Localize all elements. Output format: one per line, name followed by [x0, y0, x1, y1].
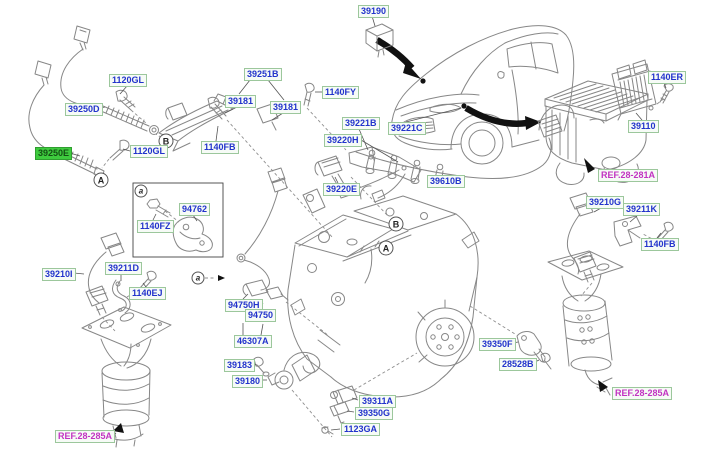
bolt-1120gl-top [115, 89, 136, 111]
relay-39190 [365, 23, 394, 58]
callout-marker-a-3: a [191, 271, 205, 285]
part-label-1140fz[interactable]: 1140FZ [137, 220, 174, 233]
part-label-39250d[interactable]: 39250D [65, 103, 103, 116]
part-label-1140er[interactable]: 1140ER [648, 71, 687, 84]
part-label-1140ej[interactable]: 1140EJ [129, 287, 166, 300]
part-label-39220e[interactable]: 39220E [323, 183, 361, 196]
callout-marker-A-5: A [378, 240, 394, 256]
part-label-1120gl[interactable]: 1120GL [109, 74, 148, 87]
ref-arrowhead-281a [584, 158, 595, 173]
marker-a-arrowhead [218, 275, 225, 281]
part-label-39190[interactable]: 39190 [358, 5, 390, 18]
ecu-39110 [611, 59, 657, 121]
engine [287, 185, 480, 398]
part-label-39221c[interactable]: 39221C [388, 122, 426, 135]
catalyst-right [547, 250, 624, 396]
part-label-1140fb[interactable]: 1140FB [201, 141, 239, 154]
cable-39250e [28, 60, 105, 179]
part-label-1120gl[interactable]: 1120GL [130, 145, 169, 158]
part-label-28528b[interactable]: 28528B [499, 358, 537, 371]
part-label-94762[interactable]: 94762 [179, 203, 211, 216]
callout-marker-a-2: a [134, 184, 148, 198]
leader-lines [69, 15, 667, 437]
part-label-39220h[interactable]: 39220H [324, 134, 362, 147]
part-label-39210g[interactable]: 39210G [586, 196, 625, 209]
part-label-1140fb[interactable]: 1140FB [641, 238, 679, 251]
ignition-coil-39311a [321, 385, 358, 435]
part-label-94750[interactable]: 94750 [245, 309, 277, 322]
part-label-1123ga[interactable]: 1123GA [341, 423, 381, 436]
part-label-39180[interactable]: 39180 [232, 375, 264, 388]
part-label-39210i[interactable]: 39210I [42, 268, 76, 281]
part-label-39251b[interactable]: 39251B [244, 68, 282, 81]
part-label-39610b[interactable]: 39610B [427, 175, 465, 188]
bracket-39211d [112, 279, 131, 314]
bolt-1120gl-bottom [109, 139, 130, 161]
part-label-94750h[interactable]: 94750H [225, 299, 263, 312]
callout-marker-B-4: B [388, 216, 404, 232]
bolt-1140fb-left [207, 96, 227, 120]
part-label-39211d[interactable]: 39211D [105, 262, 143, 275]
part-label-39350g[interactable]: 39350G [355, 407, 394, 420]
catalyst-left [81, 306, 172, 448]
part-label-39181[interactable]: 39181 [270, 101, 302, 114]
part-label-39211k[interactable]: 39211K [623, 203, 661, 216]
knock-sensor-39180 [253, 351, 321, 390]
ref-label-ref-28-285a[interactable]: REF.28-285A [55, 430, 116, 443]
crank-sensor-39350f [516, 331, 552, 370]
ref-arrowhead-285a-right [598, 380, 608, 392]
part-label-46307a[interactable]: 46307A [234, 335, 272, 348]
oxygen-sensor-39220e [314, 155, 345, 187]
part-label-39221b[interactable]: 39221B [342, 117, 380, 130]
part-label-39350f[interactable]: 39350F [479, 338, 516, 351]
ref-label-ref-28-285a[interactable]: REF.28-285A [612, 387, 673, 400]
part-label-39110[interactable]: 39110 [628, 120, 659, 133]
sender-94750-group [236, 190, 289, 301]
bracket-39211k [613, 215, 642, 247]
ref-arrowhead-285a-left [113, 423, 124, 433]
ref-label-ref-28-281a[interactable]: REF.28-281A [598, 169, 659, 182]
part-label-39181[interactable]: 39181 [225, 95, 257, 108]
sensor-bracket-39251b [158, 93, 279, 152]
part-label-1140fy[interactable]: 1140FY [322, 86, 360, 99]
oxygen-sensor-39210i [85, 232, 125, 316]
part-label-39183[interactable]: 39183 [224, 359, 256, 372]
pointer-arrows [375, 37, 541, 130]
part-label-39250e[interactable]: 39250E [35, 147, 73, 160]
bolt-1140fy [303, 82, 315, 107]
callout-marker-A-1: A [93, 172, 109, 188]
